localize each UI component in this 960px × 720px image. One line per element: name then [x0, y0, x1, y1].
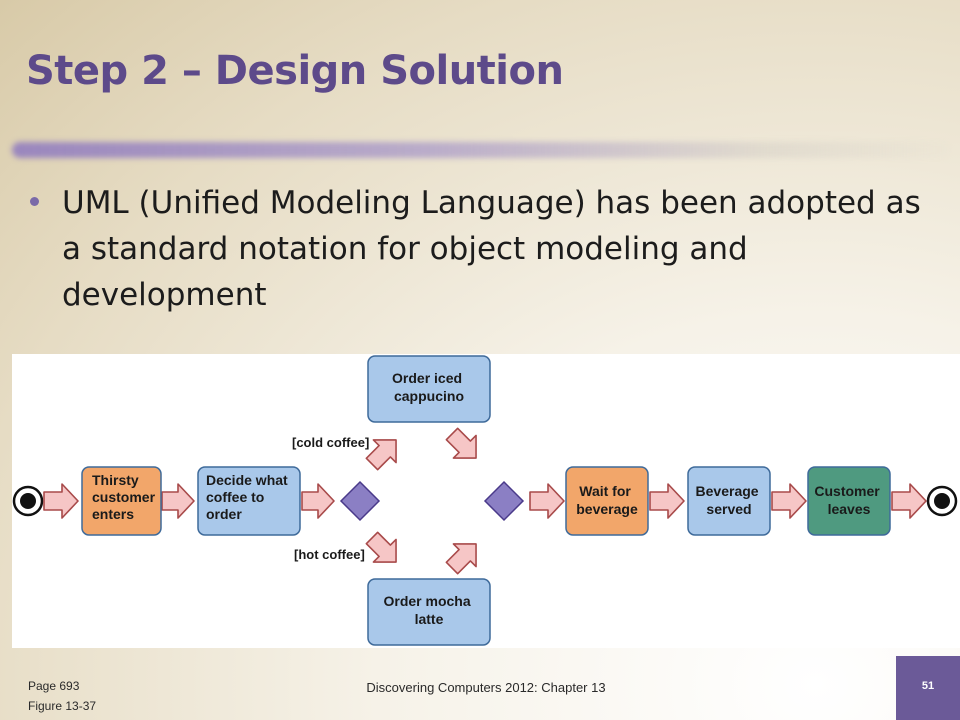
- slide-title: Step 2 – Design Solution: [26, 48, 564, 94]
- arrow-decision-to-iced-icon: [365, 439, 397, 471]
- arrow-start-to-thirsty-icon: [43, 483, 79, 519]
- svg-text:Thirsty customer: Thirsty customer enters: [92, 472, 159, 522]
- svg-text:Order mocha latte: Order mocha latte: [383, 593, 474, 627]
- node-thirsty-customer-enters: Thirsty customer enters: [81, 466, 162, 536]
- svg-text:Decide what coffee to: Decide what coffee to order: [206, 472, 292, 522]
- page-reference: Page 693: [28, 679, 80, 693]
- figure-number: Figure 13-37: [28, 699, 97, 713]
- svg-text:Customer leaves: Customer leaves: [814, 483, 883, 517]
- guard-hot-coffee: [hot coffee]: [294, 547, 365, 562]
- node-order-iced-cappucino: Order iced cappucino: [367, 355, 491, 423]
- arrow-thirsty-to-decide-icon: [161, 483, 195, 519]
- footer-course-title: Discovering Computers 2012: Chapter 13: [366, 680, 606, 695]
- svg-text:Beverage served: Beverage served: [696, 483, 763, 517]
- node-wait-for-beverage: Wait for beverage: [565, 466, 649, 536]
- arrow-decide-to-decision-icon: [301, 483, 335, 519]
- figure-reference: Page 693 Figure 13-37: [28, 676, 96, 716]
- node-decide-what-coffee: Decide what coffee to order: [197, 466, 301, 536]
- guard-cold-coffee: [cold coffee]: [292, 435, 369, 450]
- arrow-leaves-to-end-icon: [891, 483, 927, 519]
- decision-diamond-icon: [339, 480, 381, 522]
- svg-text:Order iced cappucino: Order iced cappucino: [392, 370, 466, 404]
- slide-number-badge: 51: [896, 656, 960, 720]
- node-order-mocha-latte: Order mocha latte: [367, 578, 491, 646]
- arrow-wait-to-served-icon: [649, 483, 685, 519]
- arrow-iced-to-merge-icon: [445, 427, 477, 459]
- bullet-text: UML (Unified Modeling Language) has been…: [62, 185, 921, 313]
- bullet-item: UML (Unified Modeling Language) has been…: [30, 180, 930, 318]
- arrow-served-to-leaves-icon: [771, 483, 807, 519]
- bullet-dot-icon: [30, 197, 39, 206]
- start-node-icon: [12, 485, 44, 517]
- arrow-mocha-to-merge-icon: [445, 543, 477, 575]
- svg-text:Wait for beverage: Wait for beverage: [576, 483, 638, 517]
- arrow-merge-to-wait-icon: [529, 483, 565, 519]
- uml-activity-diagram: [cold coffee] [hot coffee] Thirsty custo…: [12, 354, 960, 648]
- title-underline: [12, 142, 950, 158]
- merge-diamond-icon: [483, 480, 525, 522]
- node-beverage-served: Beverage served: [687, 466, 771, 536]
- arrow-decision-to-mocha-icon: [365, 531, 397, 563]
- end-node-icon: [926, 485, 958, 517]
- slide-number: 51: [921, 680, 935, 692]
- node-customer-leaves: Customer leaves: [807, 466, 891, 536]
